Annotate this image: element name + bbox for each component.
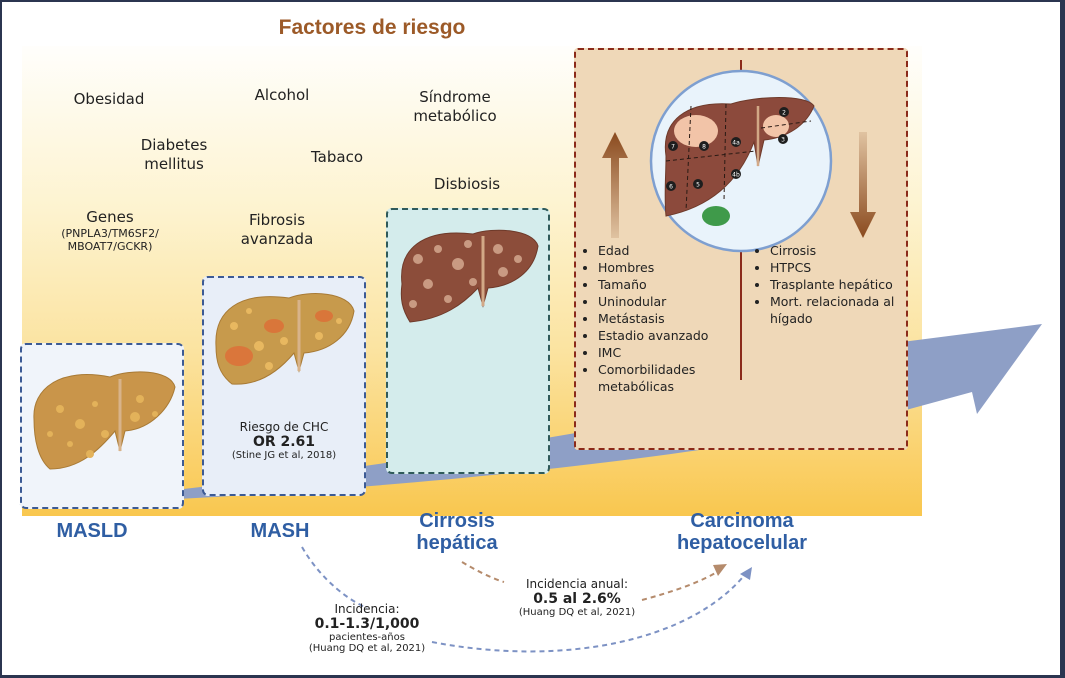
hcc-liver-segments-illustration: 2 3 4a 4b 5 6 7 8: [649, 69, 833, 253]
increase-factors-list: Edad Hombres Tamaño Uninodular Metástasi…: [582, 242, 748, 395]
risk-factor-diabetes: Diabetes mellitus: [140, 136, 208, 173]
increase-factor-item: Edad: [598, 242, 748, 259]
liver-segment-label: 3: [781, 137, 785, 144]
cirrhosis-to-hcc-arrow: [461, 561, 723, 601]
increase-factor-item: Hombres: [598, 259, 748, 276]
risk-factor-alcohol: Alcohol: [254, 86, 310, 104]
increase-factor-item: Comorbilidades metabólicas: [598, 361, 748, 395]
cirrhotic-liver-icon: [400, 229, 539, 323]
decrease-arrow-icon: [850, 132, 876, 238]
stage-label-mash: MASH: [250, 520, 310, 542]
mash-risk-note: Riesgo de CHC OR 2.61 (Stine JG et al, 2…: [204, 420, 364, 461]
diagram-title: Factores de riesgo: [278, 16, 466, 39]
stage-label-carcinoma: Carcinoma hepatocelular: [676, 510, 808, 554]
risk-factor-disbiosis: Disbiosis: [433, 175, 501, 193]
mash-risk-label: Riesgo de CHC: [239, 420, 329, 434]
decrease-factor-item: Trasplante hepático: [770, 276, 910, 293]
mash-incidence-citation: (Huang DQ et al, 2021): [308, 643, 426, 654]
increase-factor-item: Uninodular: [598, 293, 748, 310]
mash-odds-ratio: OR 2.61: [252, 434, 316, 450]
genes-detail: (PNPLA3/TM6SF2/ MBOAT7/GCKR): [61, 227, 159, 253]
increase-factor-item: Metástasis: [598, 310, 748, 327]
decrease-factor-item: HTPCS: [770, 259, 910, 276]
cirrhosis-incidence-note: Incidencia anual: 0.5 al 2.6% (Huang DQ …: [507, 577, 647, 618]
hcc-risk-panel: 2 3 4a 4b 5 6 7 8 Edad Hombres Tamaño Uninodula…: [574, 48, 908, 450]
mash-box: Riesgo de CHC OR 2.61 (Stine JG et al, 2…: [202, 276, 366, 496]
genes-label: Genes: [86, 208, 134, 226]
cirrhosis-arrowhead: [713, 564, 727, 576]
liver-segment-label: 7: [671, 144, 675, 151]
decrease-factors-list: Cirrosis HTPCS Trasplante hepático Mort.…: [754, 242, 910, 327]
increase-factor-item: Tamaño: [598, 276, 748, 293]
liver-segment-label: 4b: [732, 172, 740, 179]
increase-factor-item: Estadio avanzado: [598, 327, 748, 344]
increase-arrow-icon: [602, 132, 628, 238]
cirrhosis-incidence-label: Incidencia anual:: [525, 577, 629, 591]
liver-segment-label: 6: [669, 184, 673, 191]
risk-factor-tabaco: Tabaco: [310, 148, 363, 166]
mash-incidence-value: 0.1-1.3/1,000: [314, 616, 420, 632]
stage-label-cirrosis: Cirrosis hepática: [416, 510, 498, 554]
decrease-factor-item: Mort. relacionada al hígado: [770, 293, 910, 327]
risk-factor-sindrome-metabolico: Síndrome metabólico: [413, 88, 497, 125]
liver-segment-label: 8: [702, 144, 706, 151]
risk-factor-obesidad: Obesidad: [73, 90, 145, 108]
risk-factor-genes: Genes (PNPLA3/TM6SF2/ MBOAT7/GCKR): [40, 208, 180, 253]
mash-incidence-note: Incidencia: 0.1-1.3/1,000 pacientes-años…: [297, 602, 437, 654]
cirrhosis-box: [386, 208, 550, 474]
cirrhosis-incidence-citation: (Huang DQ et al, 2021): [518, 607, 636, 618]
stage-label-masld: MASLD: [56, 520, 128, 542]
cirrhosis-incidence-value: 0.5 al 2.6%: [533, 591, 621, 607]
liver-segment-label: 5: [696, 182, 700, 189]
mash-to-hcc-arrow: [301, 546, 748, 653]
mash-citation: (Stine JG et al, 2018): [231, 450, 337, 461]
mash-incidence-label: Incidencia:: [334, 602, 400, 616]
mash-incidence-unit: pacientes-años: [329, 632, 405, 643]
risk-factor-fibrosis-avanzada: Fibrosis avanzada: [240, 211, 314, 248]
decrease-factor-item: Cirrosis: [770, 242, 910, 259]
inflamed-fatty-liver-icon: [215, 293, 355, 385]
masld-box: [20, 343, 184, 509]
liver-segment-label: 2: [782, 110, 786, 117]
increase-factor-item: IMC: [598, 344, 748, 361]
fatty-liver-icon: [33, 371, 176, 470]
mash-arrowhead: [740, 567, 752, 580]
liver-segment-label: 4a: [732, 140, 740, 147]
